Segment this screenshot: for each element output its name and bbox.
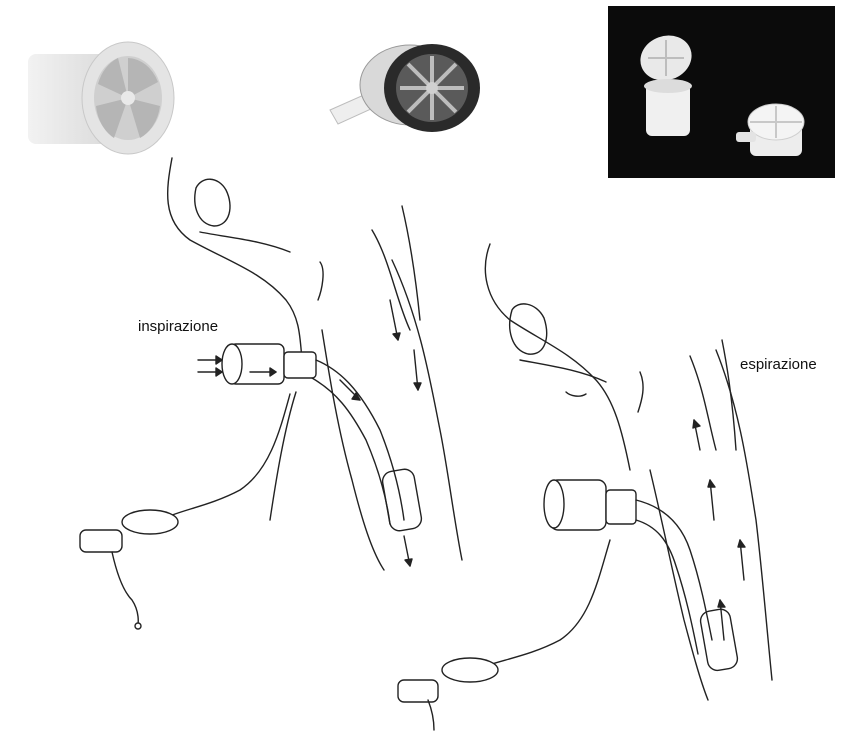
left-trachea-front xyxy=(322,330,384,570)
left-trachea-back xyxy=(392,260,462,560)
right-profile-outline xyxy=(485,244,630,470)
left-nasal-sinus xyxy=(195,179,230,226)
left-tube xyxy=(316,360,404,520)
left-valve-face xyxy=(222,344,242,384)
left-neck-outline xyxy=(270,392,296,520)
right-pilot-line xyxy=(480,540,610,668)
right-valve-face xyxy=(544,480,564,528)
right-nasal-sinus xyxy=(510,304,547,354)
inspiration-label: inspirazione xyxy=(138,318,218,335)
right-trachea-back xyxy=(716,350,772,680)
right-pilot-balloon xyxy=(398,680,438,702)
left-pilot-line xyxy=(160,394,290,520)
expiration-label: espirazione xyxy=(740,356,817,373)
left-pilot-balloon xyxy=(80,530,122,552)
